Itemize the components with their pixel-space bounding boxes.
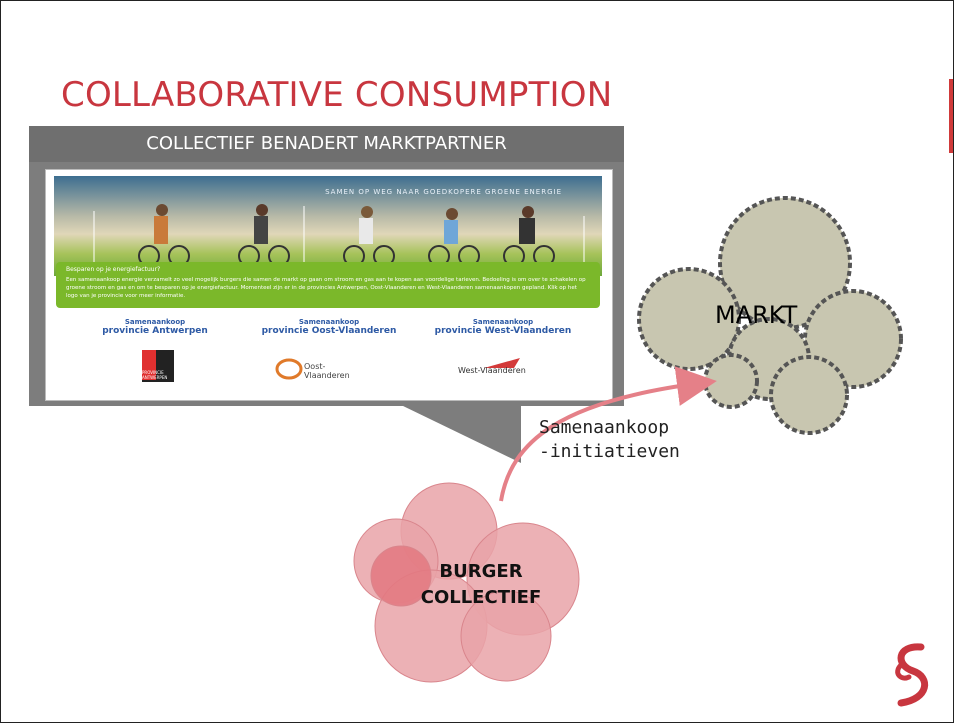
banner-text: SAMEN OP WEG NAAR GOEDKOPERE GROENE ENER… — [325, 188, 562, 196]
burger-bubble — [370, 545, 432, 607]
province-small-label: Samenaankoop — [124, 318, 186, 326]
province-name: provincie Antwerpen — [102, 326, 208, 336]
burger-bubble — [460, 590, 552, 682]
arrow-label-line2: -initiatieven — [539, 441, 680, 462]
logo-antwerpen-mark — [142, 350, 156, 380]
burger-label-line1: BURGER — [439, 561, 523, 582]
province-small-label: Samenaankoop — [298, 318, 360, 326]
samenaankoop-arrow — [499, 366, 717, 502]
arrow-label: Samenaankoop -initiatieven — [539, 416, 680, 464]
markt-cloud — [637, 196, 903, 435]
province-link-oost[interactable]: Samenaankoop provincie Oost-Vlaanderen — [244, 318, 414, 336]
arrow-label-line1: Samenaankoop — [539, 417, 670, 438]
info-question: Besparen op je energiefactuur? — [66, 266, 161, 273]
info-panel: Besparen op je energiefactuur? Een samen… — [56, 262, 600, 308]
province-link-west[interactable]: Samenaankoop provincie West-Vlaanderen — [418, 318, 588, 336]
callout-header: COLLECTIEF BENADERT MARKTPARTNER — [29, 126, 624, 162]
province-small-label: Samenaankoop — [472, 318, 534, 326]
website-banner: SAMEN OP WEG NAAR GOEDKOPERE GROENE ENER… — [54, 176, 602, 276]
burger-collectief-label: BURGER COLLECTIEF — [411, 559, 551, 611]
markt-label: MARKT — [715, 301, 798, 329]
cyclists-illustration — [93, 204, 585, 271]
logo-antwerpen[interactable]: PROVINCIE ANTWERPEN — [142, 350, 174, 382]
logo-west-text: West-Vlaanderen — [458, 366, 526, 375]
logo-oost-text: Oost-Vlaanderen — [304, 362, 350, 380]
burger-cloud — [353, 482, 580, 683]
corner-logo-icon — [895, 643, 929, 707]
west-logo-flag-icon — [484, 358, 520, 368]
logo-antwerpen-text: PROVINCIE ANTWERPEN — [142, 370, 168, 380]
logo-west-vlaanderen[interactable]: West-Vlaanderen — [458, 356, 548, 384]
burger-label-line2: COLLECTIEF — [420, 587, 542, 608]
province-name: provincie Oost-Vlaanderen — [261, 326, 397, 336]
province-name: provincie West-Vlaanderen — [434, 326, 572, 336]
markt-bubble — [703, 353, 759, 409]
province-link-antwerpen[interactable]: Samenaankoop provincie Antwerpen — [70, 318, 240, 336]
markt-bubble — [637, 267, 741, 371]
accent-bar — [949, 79, 953, 153]
info-body: Een samenaankoop energie verzamelt zo ve… — [66, 277, 586, 299]
oost-logo-swirl-icon — [275, 358, 303, 380]
logo-oost-vlaanderen[interactable]: Oost-Vlaanderen — [274, 356, 364, 382]
website-screenshot: SAMEN OP WEG NAAR GOEDKOPERE GROENE ENER… — [45, 169, 613, 401]
markt-bubble — [718, 196, 852, 330]
markt-bubble — [769, 355, 849, 435]
slide-title: COLLABORATIVE CONSUMPTION — [61, 75, 613, 115]
